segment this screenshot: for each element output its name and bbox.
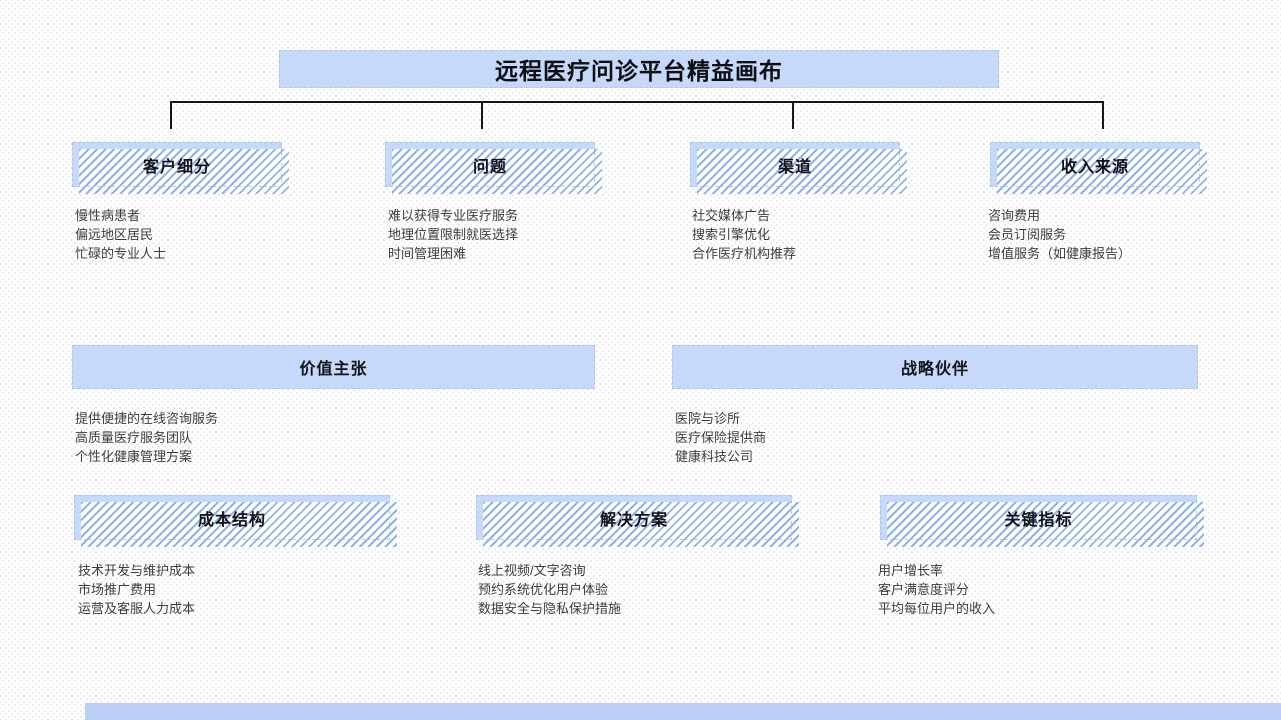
list-item: 增值服务（如健康报告） <box>988 246 1132 261</box>
connector-horizontal-line <box>170 101 1104 103</box>
list-solutions[interactable]: 线上视频/文字咨询 预约系统优化用户体验 数据安全与隐私保护措施 <box>478 561 621 618</box>
list-item: 数据安全与隐私保护措施 <box>478 601 622 616</box>
connector-drop-customer-segments <box>170 101 172 129</box>
list-item: 运营及客服人力成本 <box>78 601 196 616</box>
list-item: 忙碌的专业人士 <box>75 246 167 261</box>
list-item: 难以获得专业医疗服务 <box>388 208 519 223</box>
list-item: 医疗保险提供商 <box>675 430 767 445</box>
list-customer-segments[interactable]: 慢性病患者 偏远地区居民 忙碌的专业人士 <box>75 206 166 263</box>
list-item: 搜索引擎优化 <box>692 227 771 242</box>
bottom-accent-bar <box>85 703 1281 720</box>
list-item: 慢性病患者 <box>75 208 141 223</box>
list-item: 客户满意度评分 <box>878 582 970 597</box>
list-item: 个性化健康管理方案 <box>75 449 193 464</box>
node-customer-segments-label: 客户细分 <box>142 158 211 176</box>
list-item: 偏远地区居民 <box>75 227 154 242</box>
list-item: 地理位置限制就医选择 <box>388 227 519 242</box>
node-solutions-label: 解决方案 <box>599 511 668 529</box>
list-problems[interactable]: 难以获得专业医疗服务 地理位置限制就医选择 时间管理困难 <box>388 206 518 263</box>
list-revenue-streams[interactable]: 咨询费用 会员订阅服务 增值服务（如健康报告） <box>988 206 1131 263</box>
connector-drop-revenue-streams <box>1102 101 1104 129</box>
node-revenue-streams[interactable]: 收入来源 <box>990 142 1207 194</box>
list-item: 高质量医疗服务团队 <box>75 430 193 445</box>
node-value-proposition-label: 价值主张 <box>299 361 368 378</box>
node-channels-label: 渠道 <box>777 158 812 176</box>
list-item: 会员订阅服务 <box>988 227 1067 242</box>
list-item: 时间管理困难 <box>388 246 467 261</box>
node-solutions[interactable]: 解决方案 <box>476 495 799 547</box>
node-cost-structure[interactable]: 成本结构 <box>74 495 397 547</box>
node-customer-segments[interactable]: 客户细分 <box>72 142 289 194</box>
node-strategic-partners[interactable]: 战略伙伴 <box>672 345 1198 389</box>
diagram-title-node[interactable]: 远程医疗问诊平台精益画布 <box>279 50 999 88</box>
list-item: 市场推广费用 <box>78 582 157 597</box>
list-item: 合作医疗机构推荐 <box>692 246 797 261</box>
list-key-metrics[interactable]: 用户增长率 客户满意度评分 平均每位用户的收入 <box>878 561 995 618</box>
connector-drop-problems <box>481 101 483 129</box>
list-item: 社交媒体广告 <box>692 208 771 223</box>
list-item: 提供便捷的在线咨询服务 <box>75 411 219 426</box>
connector-drop-channels <box>792 101 794 129</box>
list-strategic-partners[interactable]: 医院与诊所 医疗保险提供商 健康科技公司 <box>675 409 766 466</box>
list-channels[interactable]: 社交媒体广告 搜索引擎优化 合作医疗机构推荐 <box>692 206 796 263</box>
diagram-title: 远程医疗问诊平台精益画布 <box>495 58 783 84</box>
list-item: 用户增长率 <box>878 563 944 578</box>
list-value-proposition[interactable]: 提供便捷的在线咨询服务 高质量医疗服务团队 个性化健康管理方案 <box>75 409 218 466</box>
node-key-metrics-label: 关键指标 <box>1004 511 1073 529</box>
list-item: 线上视频/文字咨询 <box>478 563 586 578</box>
list-item: 技术开发与维护成本 <box>78 563 196 578</box>
node-cost-structure-label: 成本结构 <box>197 511 266 529</box>
list-item: 平均每位用户的收入 <box>878 601 996 616</box>
node-value-proposition[interactable]: 价值主张 <box>72 345 595 389</box>
list-item: 健康科技公司 <box>675 449 754 464</box>
node-key-metrics[interactable]: 关键指标 <box>880 495 1204 547</box>
list-item: 医院与诊所 <box>675 411 741 426</box>
list-cost-structure[interactable]: 技术开发与维护成本 市场推广费用 运营及客服人力成本 <box>78 561 195 618</box>
list-item: 咨询费用 <box>988 208 1041 223</box>
node-strategic-partners-label: 战略伙伴 <box>900 361 969 378</box>
node-problems[interactable]: 问题 <box>385 142 602 194</box>
node-channels[interactable]: 渠道 <box>690 142 907 194</box>
node-problems-label: 问题 <box>472 158 507 176</box>
list-item: 预约系统优化用户体验 <box>478 582 609 597</box>
node-revenue-streams-label: 收入来源 <box>1060 158 1129 176</box>
